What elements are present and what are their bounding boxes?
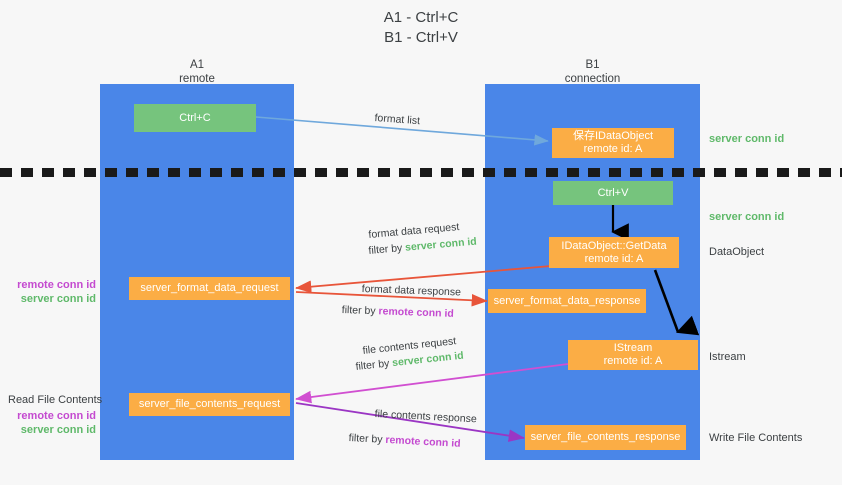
- label-file-remote-conn-id: remote conn id: [17, 410, 96, 422]
- label-istream: Istream: [709, 351, 746, 363]
- caption-file-contents-response-filter: filter by remote conn id: [348, 432, 461, 451]
- label-read-file-contents: Read File Contents: [8, 394, 103, 406]
- label-file-conn-ids: remote conn id server conn id: [10, 409, 96, 437]
- box-istream[interactable]: IStream remote id: A: [568, 340, 698, 370]
- column-header-a1-name: A1: [189, 59, 205, 71]
- caption-format-list: format list: [374, 112, 421, 128]
- caption-format-data-response: format data response: [361, 283, 462, 299]
- label-format-conn-ids: remote conn id server conn id: [10, 278, 96, 306]
- caption-file-contents-response-filter-value: remote conn id: [385, 433, 461, 450]
- label-file-server-conn-id: server conn id: [20, 424, 96, 436]
- caption-file-contents-request-filter-prefix: filter by: [355, 357, 393, 373]
- box-server-format-data-request[interactable]: server_format_data_request: [129, 277, 290, 300]
- label-server-conn-id-top: server conn id: [709, 133, 785, 145]
- box-server-file-contents-response[interactable]: server_file_contents_response: [525, 425, 686, 450]
- column-header-a1: A1 remote: [100, 58, 294, 86]
- column-header-b1: B1 connection: [485, 58, 700, 86]
- caption-file-contents-response: file contents response: [374, 408, 478, 426]
- box-istream-line2: remote id: A: [603, 355, 663, 367]
- box-idataobject-getdata[interactable]: IDataObject::GetData remote id: A: [549, 237, 679, 268]
- box-istream-line1: IStream: [613, 342, 653, 354]
- box-server-file-contents-request[interactable]: server_file_contents_request: [129, 393, 290, 416]
- caption-format-data-response-filter-value: remote conn id: [378, 305, 454, 320]
- label-write-file-contents: Write File Contents: [709, 432, 803, 444]
- caption-format-data-request-filter-prefix: filter by: [368, 241, 406, 257]
- box-ctrl-v-label: Ctrl+V: [597, 186, 629, 199]
- box-server-format-data-response-label: server_format_data_response: [493, 294, 641, 307]
- box-save-idataobject[interactable]: 保存IDataObject remote id: A: [552, 128, 674, 158]
- caption-file-contents-response-filter-prefix: filter by: [348, 432, 386, 446]
- caption-format-data-request-filter-value: server conn id: [404, 235, 478, 254]
- column-header-b1-sub: connection: [564, 73, 621, 85]
- box-idataobject-getdata-line1: IDataObject::GetData: [561, 239, 667, 252]
- label-format-server-conn-id: server conn id: [20, 293, 96, 305]
- title-line-1: A1 - Ctrl+C: [383, 9, 459, 26]
- box-idataobject-getdata-line2: remote id: A: [584, 252, 644, 265]
- diagram-title: A1 - Ctrl+C B1 - Ctrl+V: [0, 8, 842, 48]
- box-save-idataobject-line1: 保存IDataObject: [572, 130, 654, 142]
- label-format-remote-conn-id: remote conn id: [17, 279, 96, 291]
- box-ctrl-c[interactable]: Ctrl+C: [134, 104, 256, 132]
- caption-format-data-response-filter-prefix: filter by: [341, 304, 379, 318]
- label-server-conn-id-mid: server conn id: [709, 211, 785, 223]
- box-save-idataobject-line2: remote id: A: [583, 143, 643, 155]
- box-server-file-contents-response-label: server_file_contents_response: [530, 431, 681, 443]
- box-server-file-contents-request-label: server_file_contents_request: [138, 398, 281, 410]
- label-dataobject: DataObject: [709, 246, 765, 258]
- caption-format-data-response-filter: filter by remote conn id: [342, 304, 454, 321]
- column-header-b1-name: B1: [585, 59, 600, 71]
- box-server-format-data-response[interactable]: server_format_data_response: [488, 289, 646, 313]
- box-ctrl-v[interactable]: Ctrl+V: [553, 181, 673, 205]
- title-line-2: B1 - Ctrl+V: [384, 29, 458, 46]
- column-header-a1-sub: remote: [179, 73, 215, 85]
- box-server-format-data-request-label: server_format_data_request: [140, 282, 279, 294]
- box-ctrl-c-label: Ctrl+C: [179, 111, 211, 124]
